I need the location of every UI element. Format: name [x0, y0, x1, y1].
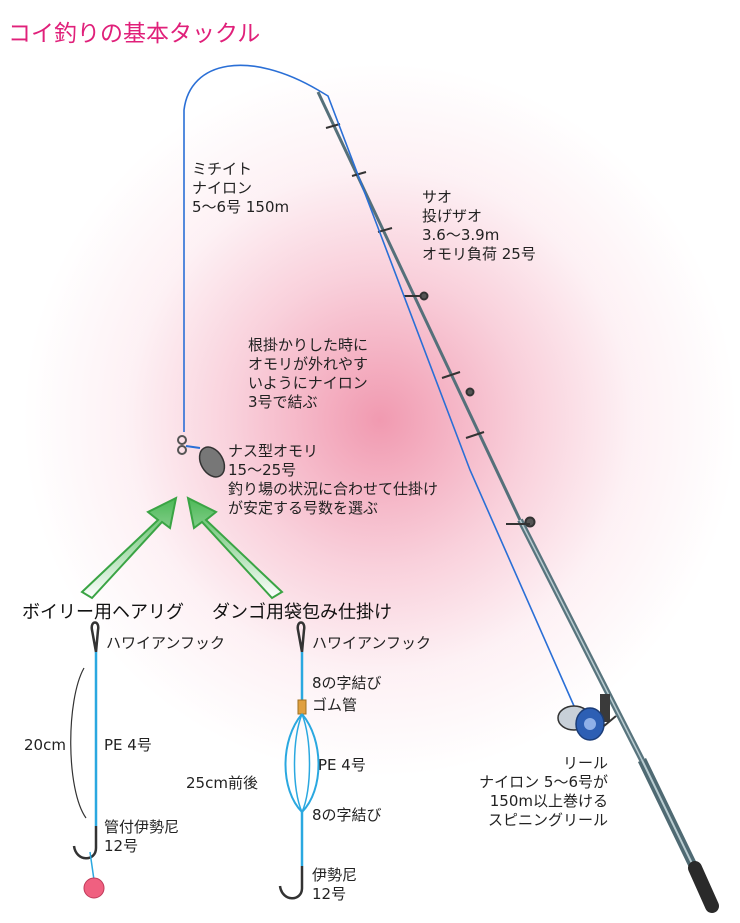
- rig-left-length: 20cm: [24, 736, 66, 754]
- left-arrow: [80, 496, 178, 600]
- page-title: コイ釣りの基本タックル: [8, 21, 261, 47]
- swivel-sinker: [177, 435, 226, 478]
- michiito-label: ミチイト ナイロン 5〜6号 150m: [192, 160, 290, 216]
- sinker-label: ナス型オモリ 15〜25号 釣り場の状況に合わせて仕掛け が安定する号数を選ぶ: [228, 442, 439, 517]
- rig-right-title: ダンゴ用袋包み仕掛け: [212, 602, 392, 623]
- rod-grip-end: [688, 861, 719, 913]
- main-line: [183, 64, 575, 707]
- rig-right-knot2: 8の字結び: [312, 806, 382, 824]
- knot-note-label: 根掛かりした時に オモリが外れやす いようにナイロン 3号で結ぶ: [248, 336, 369, 411]
- rig-left-title: ボイリー用ヘアリグ: [22, 602, 184, 623]
- fishing-rod: [316, 91, 719, 913]
- hook-icon: [278, 866, 304, 900]
- spinning-reel: [557, 694, 617, 741]
- boilie-bead: [83, 877, 105, 899]
- rig-left-hook: 管付伊勢尼 12号: [104, 818, 180, 855]
- rig-right-length: 25cm前後: [186, 774, 258, 792]
- rod-label: サオ 投げザオ 3.6〜3.9m オモリ負荷 25号: [422, 188, 536, 263]
- rig-arrows: [80, 496, 284, 600]
- boilie-hair-rig: [70, 621, 105, 899]
- rig-right-hook-top: ハワイアンフック: [312, 634, 431, 652]
- hook-icon: [72, 826, 98, 860]
- length-bracket: [70, 667, 87, 819]
- rig-right-tube: ゴム管: [312, 696, 358, 714]
- reel-label: リール ナイロン 5〜6号が 150m以上巻ける スピニングリール: [479, 754, 608, 829]
- right-arrow: [186, 496, 284, 600]
- rig-left-hook-top: ハワイアンフック: [106, 634, 225, 652]
- rubber-tube: [297, 699, 307, 715]
- dango-bag-rig: [278, 621, 320, 900]
- rig-right-line: PE 4号: [318, 756, 366, 774]
- rig-left-line: PE 4号: [104, 736, 152, 754]
- rig-right-hook: 伊勢尼 12号: [312, 866, 358, 903]
- rig-right-knot1: 8の字結び: [312, 674, 382, 692]
- rod-guides: [325, 123, 536, 528]
